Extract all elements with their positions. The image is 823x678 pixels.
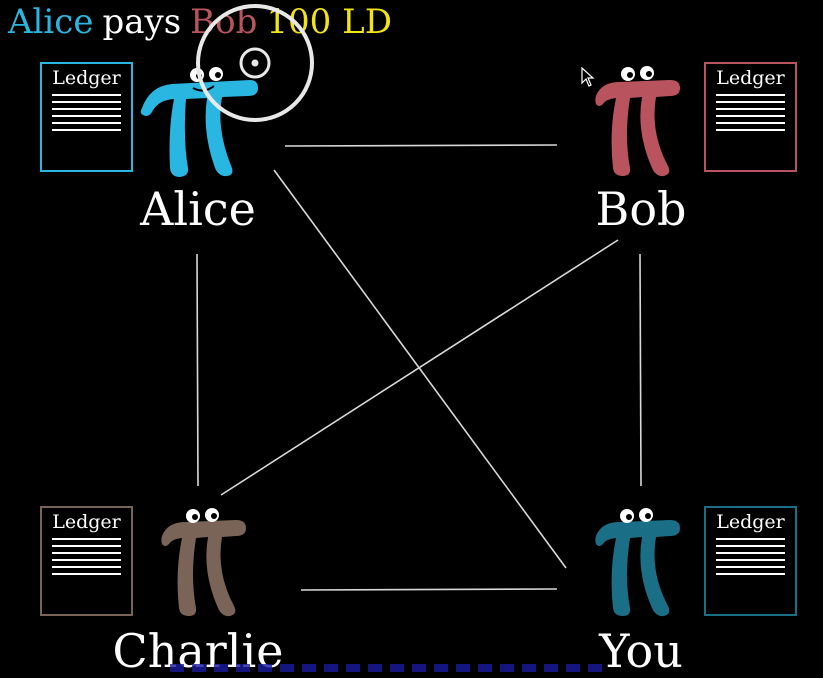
you-pi-creature-icon (595, 508, 680, 617)
bob-pi-creature-icon (595, 66, 680, 177)
ledger-title: Ledger (716, 511, 785, 533)
edge-alice-you (273, 169, 567, 569)
bob-ledger: Ledger (704, 62, 797, 172)
ledger-title: Ledger (716, 67, 785, 89)
edge-alice-charlie (196, 253, 199, 487)
ledger-title: Ledger (52, 511, 121, 533)
charlie-pi-creature-icon (161, 508, 246, 617)
headline-verb: pays (102, 2, 182, 42)
mouse-cursor-icon (581, 67, 595, 87)
edge-bob-charlie (220, 239, 619, 496)
headline-amount: 100 LD (266, 2, 392, 42)
ledger-title: Ledger (52, 67, 121, 89)
ledger-lines (716, 94, 785, 136)
ledger-lines (52, 94, 121, 136)
ledger-lines (52, 538, 121, 580)
you-name: You (599, 624, 683, 678)
ledger-lines (716, 538, 785, 580)
edge-bob-you (639, 253, 642, 487)
bottom-strip (170, 664, 610, 672)
alice-ledger: Ledger (40, 62, 133, 172)
focus-ring-icon (196, 4, 314, 122)
alice-pi-creature-icon (140, 67, 258, 177)
you-ledger: Ledger (704, 506, 797, 616)
headline-to: Bob (190, 2, 258, 42)
alice-name: Alice (140, 182, 256, 236)
edge-charlie-you (300, 588, 558, 591)
charlie-ledger: Ledger (40, 506, 133, 616)
headline-from: Alice (8, 2, 94, 42)
bob-name: Bob (595, 182, 687, 236)
edge-alice-bob (284, 144, 558, 147)
